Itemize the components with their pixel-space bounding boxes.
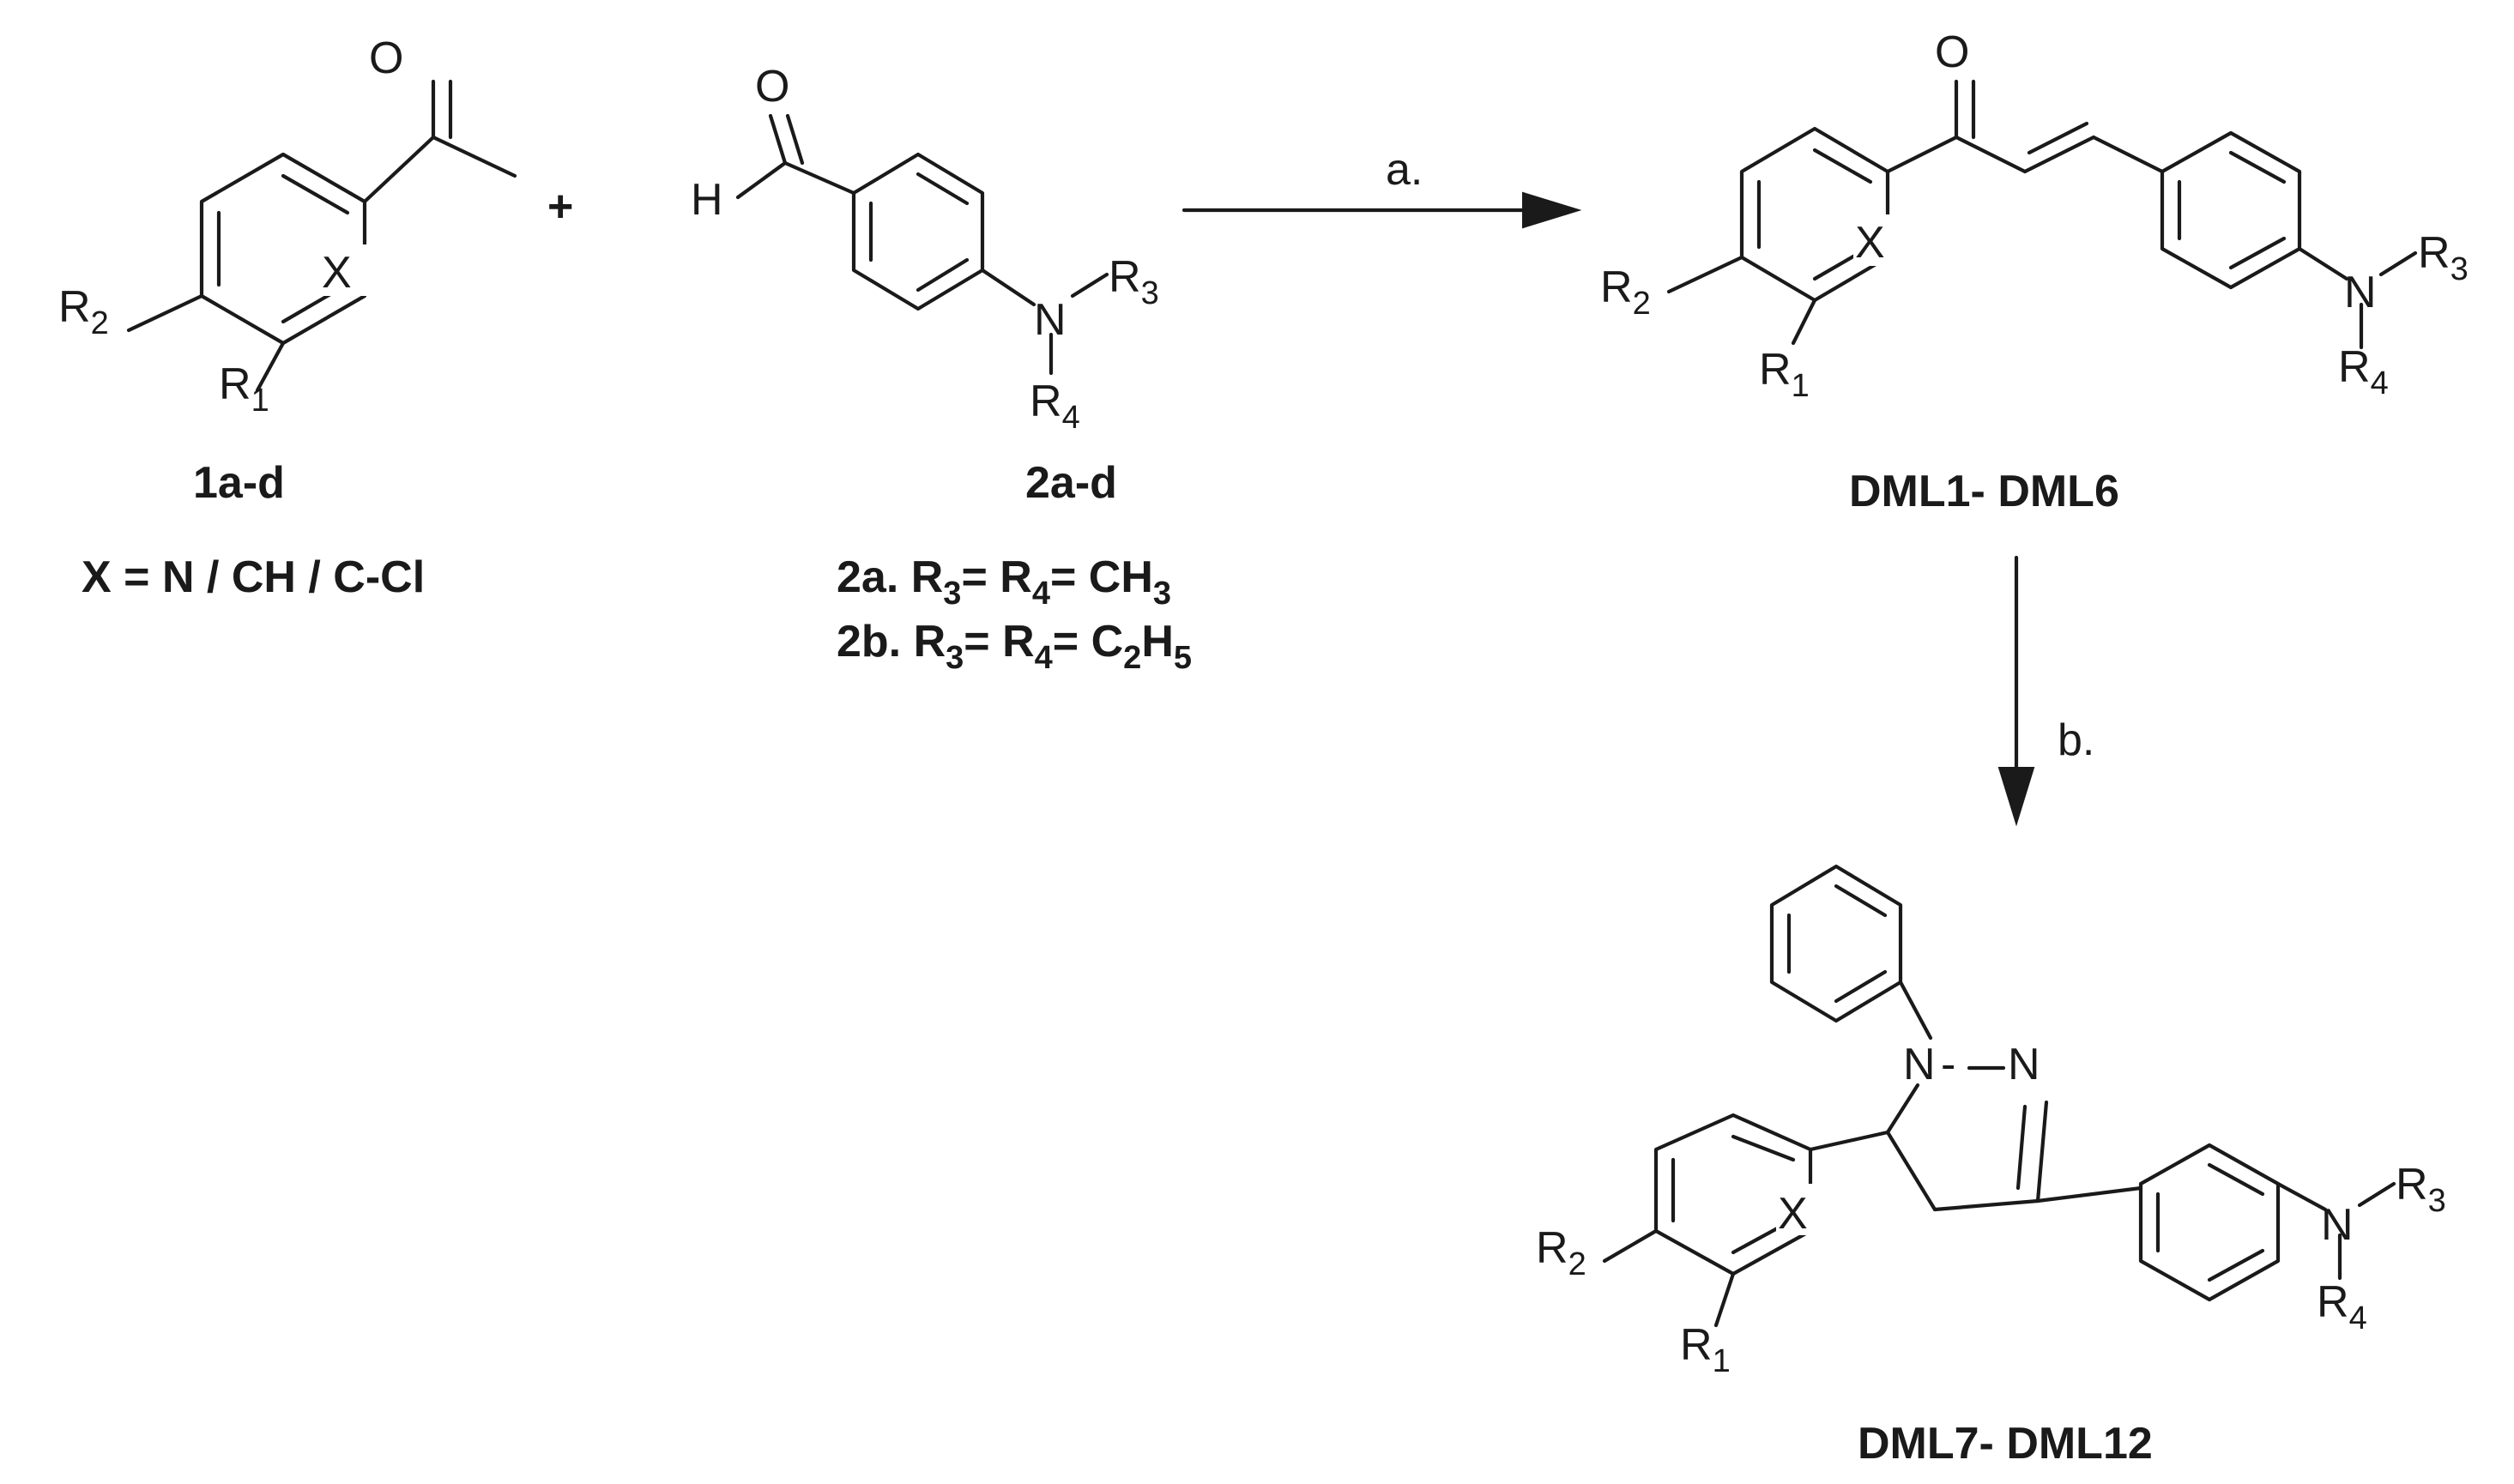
- compound-1-r2-label: R2: [58, 282, 109, 341]
- compound-1-x-definition: X = N / CH / C-Cl: [82, 552, 425, 602]
- compound-2b-definition: 2b. R3= R4= C2H5: [837, 617, 1192, 676]
- chalcone-r3-label: R3: [2418, 228, 2469, 287]
- chalcone-r4-label: R4: [2338, 342, 2389, 401]
- pyrazoline-structure: [1602, 864, 2396, 1328]
- step-a-label: a.: [1386, 145, 1423, 195]
- compound-2-oxygen-label: O: [755, 62, 789, 112]
- compound-1-caption: 1a-d: [193, 458, 285, 508]
- chalcone-x-label: X: [1855, 218, 1885, 268]
- pyrazoline-r1-label: R1: [1680, 1320, 1731, 1379]
- compound-2a-definition: 2a. R3= R4= CH3: [837, 552, 1171, 612]
- compound-1-oxygen-label: O: [369, 33, 403, 83]
- chalcone-oxygen-label: O: [1935, 27, 1969, 77]
- reaction-arrow-b-head: [1997, 767, 2035, 827]
- chalcone-structure: [1666, 79, 2418, 350]
- pyrazoline-r2-label: R2: [1536, 1223, 1586, 1282]
- chalcone-r1-label: R1: [1759, 345, 1810, 404]
- compound-1-r1-label: R1: [219, 359, 269, 419]
- chalcone-r2-label: R2: [1600, 262, 1651, 322]
- pyrazoline-r4-label: R4: [2317, 1277, 2367, 1336]
- pyrazoline-bond-dash: -: [1941, 1040, 1955, 1089]
- compound-2-caption: 2a-d: [1025, 458, 1117, 508]
- compound-2-nitrogen-label: N: [1034, 295, 1067, 345]
- compound-1-structure: [126, 79, 517, 393]
- compound-2-hydrogen-label: H: [691, 175, 723, 225]
- pyrazoline-nitrogen-label: N: [2321, 1200, 2354, 1250]
- pyrazoline-x-label: X: [1778, 1189, 1808, 1239]
- plus-sign: +: [547, 182, 573, 232]
- pyrazoline-caption: DML7- DML12: [1858, 1419, 2153, 1469]
- step-b-label: b.: [2058, 715, 2094, 765]
- compound-1-x-label: X: [322, 248, 352, 298]
- compound-2-r3-label: R3: [1109, 252, 1159, 311]
- reaction-arrow-a-head: [1522, 191, 1582, 229]
- pyrazoline-n1-label: N: [1903, 1040, 1936, 1089]
- compound-2-r4-label: R4: [1030, 377, 1080, 436]
- pyrazoline-r3-label: R3: [2396, 1160, 2446, 1219]
- chalcone-nitrogen-label: N: [2344, 268, 2377, 317]
- pyrazoline-n2-label: N: [2008, 1040, 2040, 1089]
- chalcone-caption: DML1- DML6: [1849, 467, 2119, 516]
- compound-2-structure: [735, 113, 1109, 376]
